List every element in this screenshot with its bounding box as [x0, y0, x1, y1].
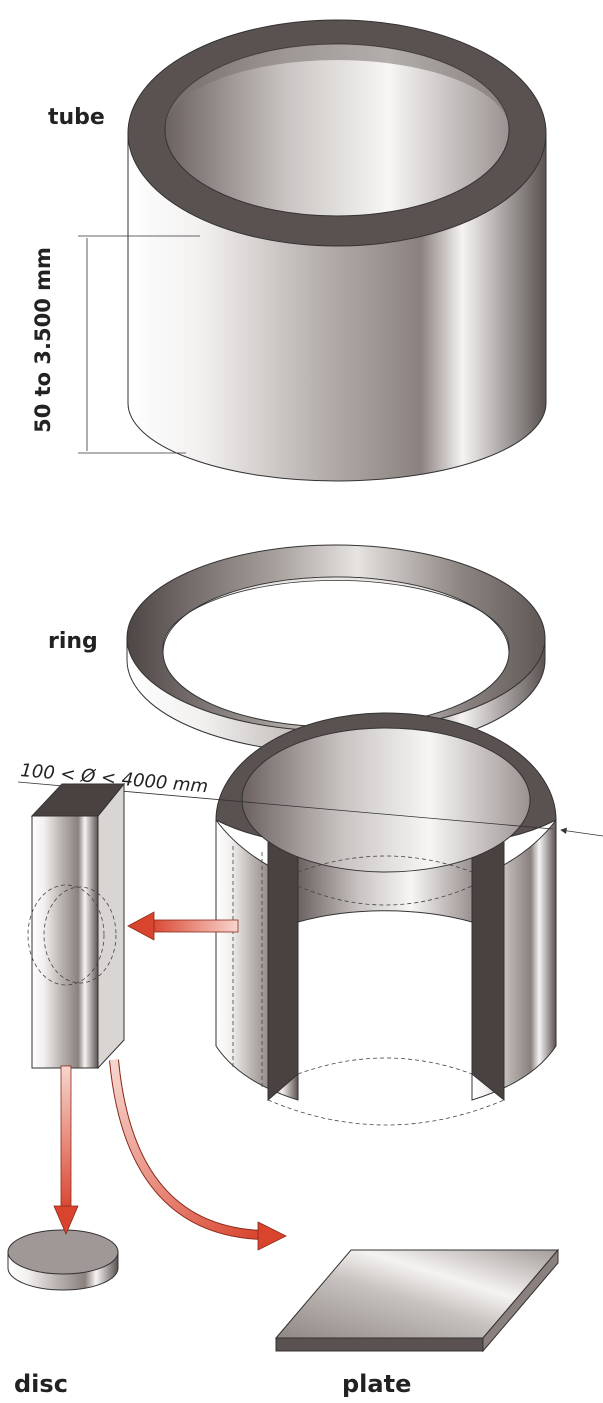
arrow-ring-to-block	[127, 911, 239, 941]
plate-shape	[274, 1248, 560, 1353]
plate-label: plate	[342, 1370, 411, 1398]
cut-ring-shape	[215, 712, 557, 1126]
ring-shape	[126, 544, 546, 754]
disc-block-shape	[27, 782, 126, 1070]
arrow-block-to-disc	[53, 1065, 79, 1236]
ring-label: ring	[48, 629, 98, 654]
tube-shape	[127, 19, 547, 482]
tube-label: tube	[48, 105, 105, 130]
tube-height-label: 50 to 3.500 mm	[31, 247, 55, 433]
arrow-block-to-plate	[109, 1059, 287, 1251]
disc-shape	[7, 1229, 119, 1291]
disc-label: disc	[14, 1370, 68, 1398]
tube-height-dimension	[78, 235, 200, 454]
